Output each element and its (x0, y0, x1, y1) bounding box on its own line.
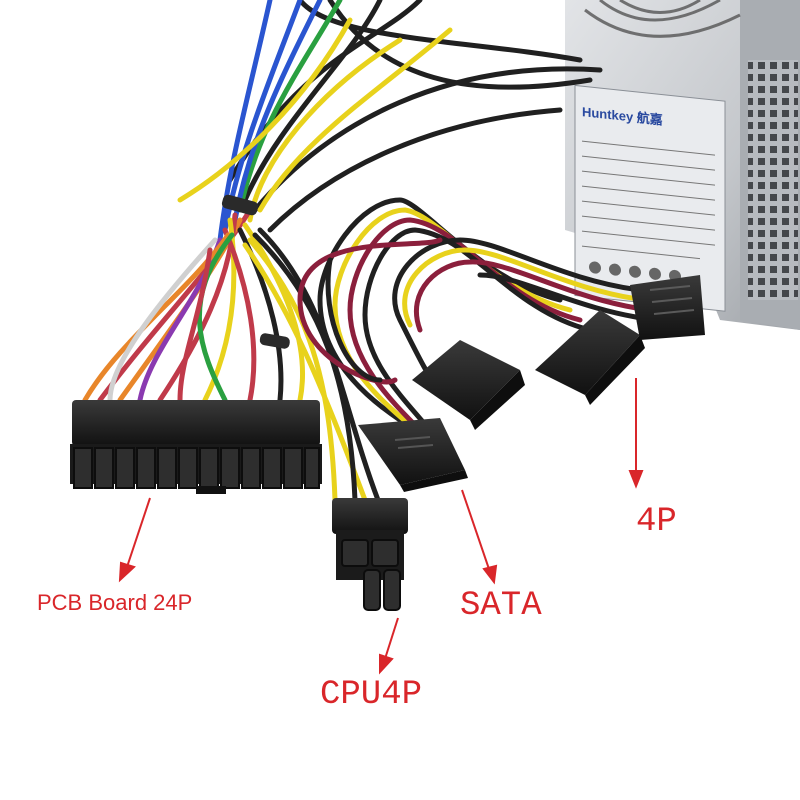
cable-ties (221, 194, 290, 349)
arrow-24p (118, 497, 151, 583)
arrow-sata (461, 489, 498, 585)
psu-unit: Huntkey 航嘉 (565, 0, 800, 330)
molex-4p-connectors (412, 275, 705, 430)
annotation-arrows (118, 378, 644, 675)
label-sata: SATA (460, 587, 542, 625)
arrow-4p (628, 378, 644, 489)
label-cpu-4p: CPU4P (320, 676, 423, 714)
sata-connector (358, 418, 468, 492)
atx-24p-connector (70, 400, 322, 494)
cpu-4p-connector (332, 498, 408, 611)
arrow-cpu (379, 617, 399, 675)
label-molex-4p: 4P (636, 503, 677, 541)
psu-spec-label: Huntkey 航嘉 (574, 84, 726, 312)
label-pcb-board-24p: PCB Board 24P (37, 590, 193, 615)
